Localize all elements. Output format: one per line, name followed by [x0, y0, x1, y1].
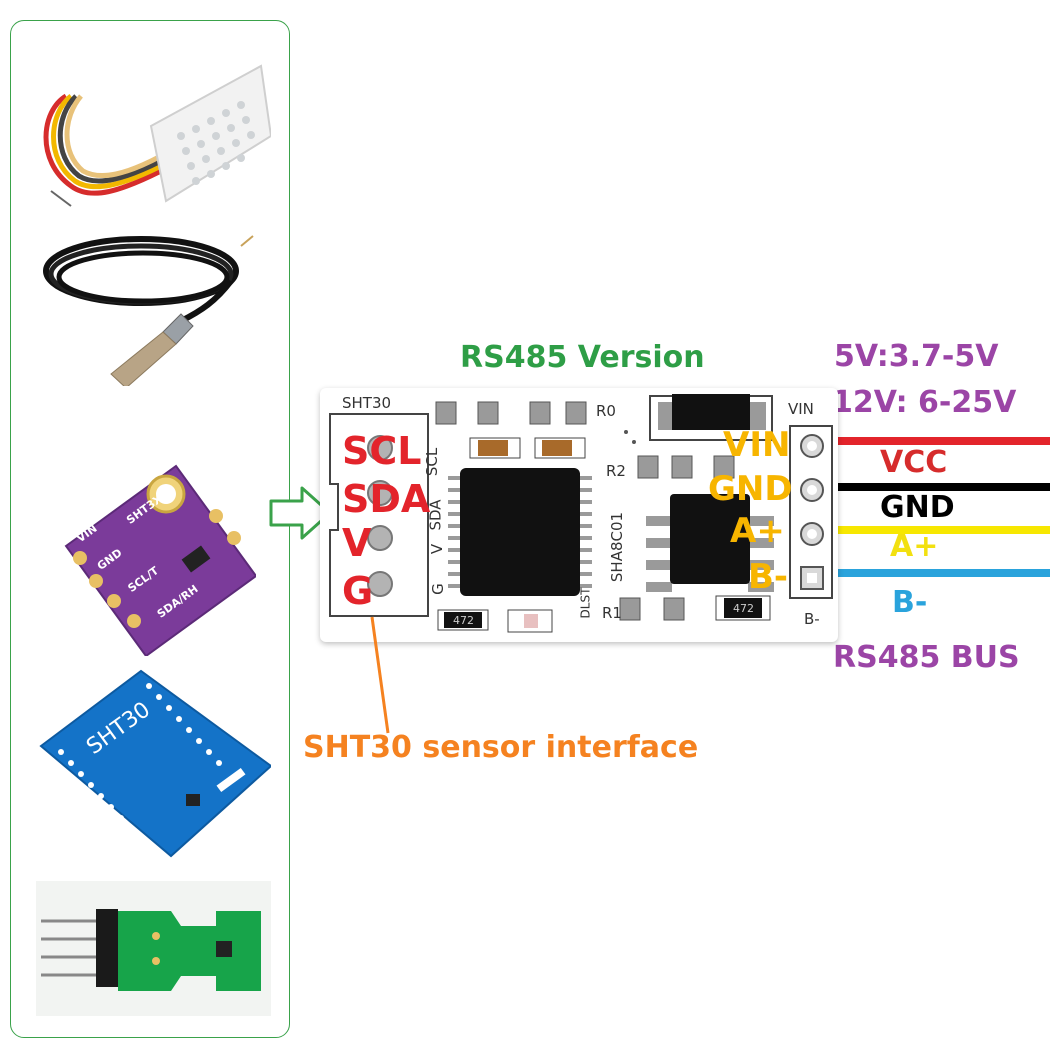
pin-label-g: G [342, 569, 374, 613]
board-title: RS485 Version [460, 340, 705, 375]
wire-label-gnd: GND [880, 490, 955, 525]
silk-resistor-code-2: 472 [733, 602, 754, 615]
rs485-module-board: SHT30 R0 R2 R1 VIN B- SCL SDA V G SHA8C0… [320, 388, 838, 642]
pin-label-b-minus: B- [748, 557, 789, 597]
interface-pointer-line [370, 616, 390, 734]
power-spec-12v: 12V: 6-25V [832, 385, 1017, 420]
blue-sht30-shield: SHT30 [31, 666, 271, 866]
power-spec-5v: 5V:3.7-5V [834, 339, 999, 374]
wire-vcc [835, 437, 1050, 445]
pin-label-v: V [342, 521, 372, 565]
wire-label-b-minus: B- [892, 585, 928, 620]
wire-gnd [835, 483, 1050, 491]
wire-b-minus [835, 569, 1050, 577]
silk-vertical-dlst: DLST [578, 587, 593, 619]
pin-label-scl: SCL [342, 429, 422, 473]
pin-label-a-plus: A+ [730, 511, 785, 551]
silk-vertical-v: V [428, 543, 447, 555]
silk-r2: R2 [606, 462, 626, 480]
bus-label: RS485 BUS [833, 640, 1020, 675]
sensor-options-panel: VIN SHT3X GND SCL/T SDA/RH SHT30 [10, 20, 290, 1038]
silk-b-minus: B- [804, 610, 820, 628]
right-arrow-icon [269, 486, 332, 540]
cable-probe-image [43, 235, 254, 386]
pin-label-gnd: GND [708, 469, 793, 509]
green-probe-board-image [36, 881, 271, 1016]
wire-a-plus [835, 526, 1050, 534]
purple-sht3x-breakout: VIN SHT3X GND SCL/T SDA/RH [56, 456, 256, 656]
silk-vin: VIN [788, 400, 814, 418]
silk-vertical-model: SHA8C01 [608, 511, 627, 583]
silk-vertical-scl: SCL [423, 447, 442, 477]
pin-label-vin: VIN [723, 425, 791, 465]
white-sensor-image [43, 64, 271, 207]
wire-label-vcc: VCC [880, 445, 948, 480]
pin-label-sda: SDA [342, 477, 431, 521]
silk-r0: R0 [596, 402, 616, 420]
silk-resistor-code-1: 472 [453, 614, 474, 627]
silk-r1: R1 [602, 604, 622, 622]
silk-vertical-g: G [428, 583, 447, 595]
interface-label: SHT30 sensor interface [303, 730, 699, 765]
silk-sht30: SHT30 [342, 394, 392, 412]
wire-label-a-plus: A+ [890, 529, 939, 564]
